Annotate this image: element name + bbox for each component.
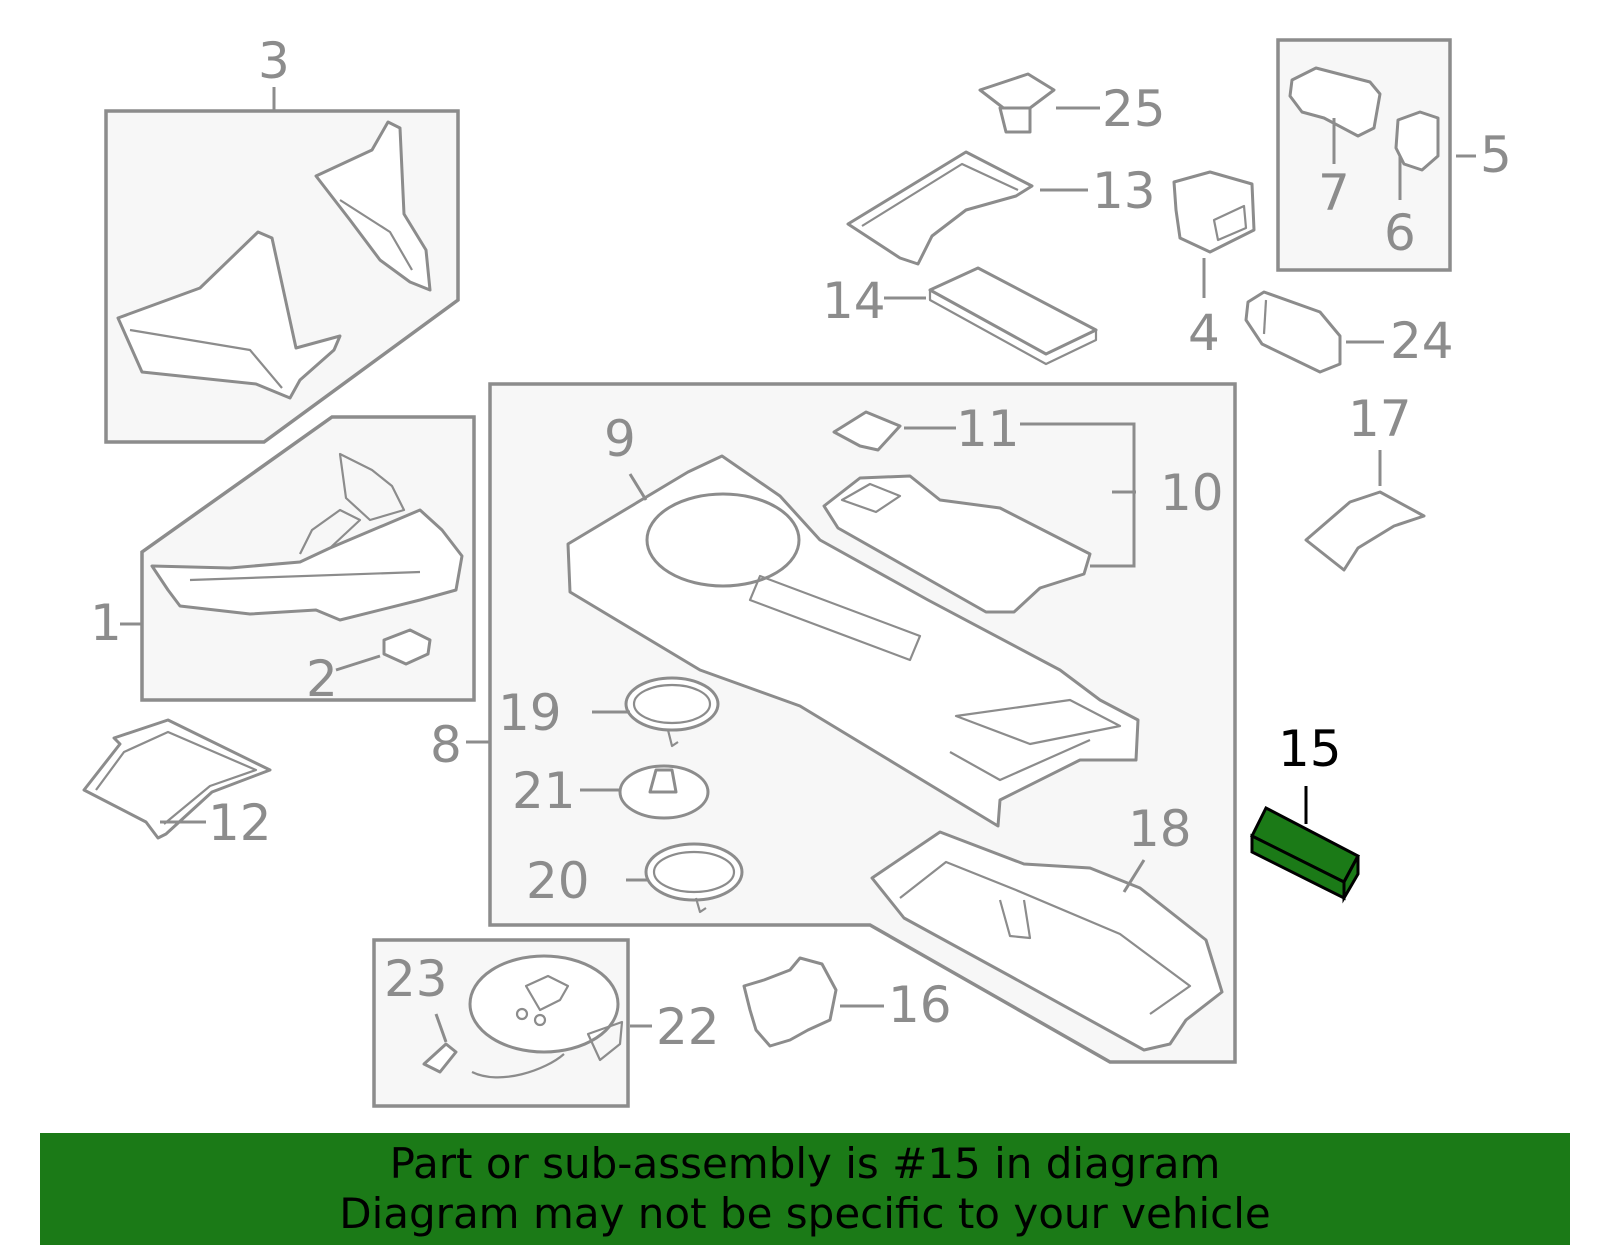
part-25-tray bbox=[978, 72, 1056, 134]
callout-1: 1 bbox=[90, 594, 122, 652]
callout-23: 23 bbox=[384, 950, 448, 1008]
part-20-ring bbox=[644, 842, 744, 914]
part-4-switch bbox=[1172, 170, 1256, 254]
callout-15: 15 bbox=[1278, 720, 1342, 778]
part-16-bracket bbox=[742, 956, 838, 1048]
callout-3: 3 bbox=[258, 32, 290, 90]
callout-17: 17 bbox=[1348, 390, 1412, 448]
callout-20: 20 bbox=[526, 852, 590, 910]
callout-7: 7 bbox=[1318, 164, 1350, 222]
part-21-cap bbox=[618, 764, 710, 820]
part-3-trim-panels bbox=[116, 120, 432, 400]
callout-labels: 3 1 2 12 8 9 11 10 13 14 25 4 7 6 5 24 1… bbox=[90, 32, 1512, 1056]
callout-11: 11 bbox=[956, 400, 1020, 458]
part-23-bulb bbox=[422, 1042, 458, 1074]
part-1-console-frame bbox=[150, 452, 464, 622]
callout-4: 4 bbox=[1188, 304, 1220, 362]
callout-6: 6 bbox=[1384, 204, 1416, 262]
part-10-lid bbox=[822, 474, 1092, 614]
part-2-clip bbox=[382, 628, 432, 666]
callout-25: 25 bbox=[1102, 80, 1166, 138]
part-14-pad bbox=[928, 266, 1098, 366]
callout-5: 5 bbox=[1480, 126, 1512, 184]
part-17-cover bbox=[1304, 490, 1426, 572]
banner-line-1: Part or sub-assembly is #15 in diagram bbox=[389, 1139, 1221, 1188]
callout-21: 21 bbox=[512, 762, 576, 820]
callout-19: 19 bbox=[498, 684, 562, 742]
callout-16: 16 bbox=[888, 976, 952, 1034]
callout-24: 24 bbox=[1390, 312, 1454, 370]
part-22-indicator bbox=[468, 954, 624, 1079]
part-19-ring bbox=[624, 676, 720, 748]
part-24-cover bbox=[1244, 290, 1342, 374]
part-7-housing bbox=[1288, 66, 1382, 138]
part-15-highlighted bbox=[1249, 805, 1361, 904]
part-9-console-body bbox=[566, 454, 1140, 828]
callout-2: 2 bbox=[306, 650, 338, 708]
leader-lines bbox=[120, 87, 1476, 1043]
callout-8: 8 bbox=[430, 716, 462, 774]
callout-12: 12 bbox=[208, 794, 272, 852]
callout-18: 18 bbox=[1128, 800, 1192, 858]
callout-9: 9 bbox=[604, 410, 636, 468]
part-6-knob bbox=[1394, 110, 1440, 172]
callout-22: 22 bbox=[656, 998, 720, 1056]
part-13-mat bbox=[846, 150, 1034, 266]
callout-13: 13 bbox=[1092, 162, 1156, 220]
part-18-tray bbox=[870, 830, 1224, 1052]
part-12-mat bbox=[82, 718, 272, 840]
part-11-cover bbox=[832, 410, 902, 452]
callout-14: 14 bbox=[822, 272, 886, 330]
info-banner: Part or sub-assembly is #15 in diagram D… bbox=[40, 1133, 1570, 1245]
banner-line-2: Diagram may not be specific to your vehi… bbox=[339, 1189, 1271, 1238]
callout-10: 10 bbox=[1160, 464, 1224, 522]
